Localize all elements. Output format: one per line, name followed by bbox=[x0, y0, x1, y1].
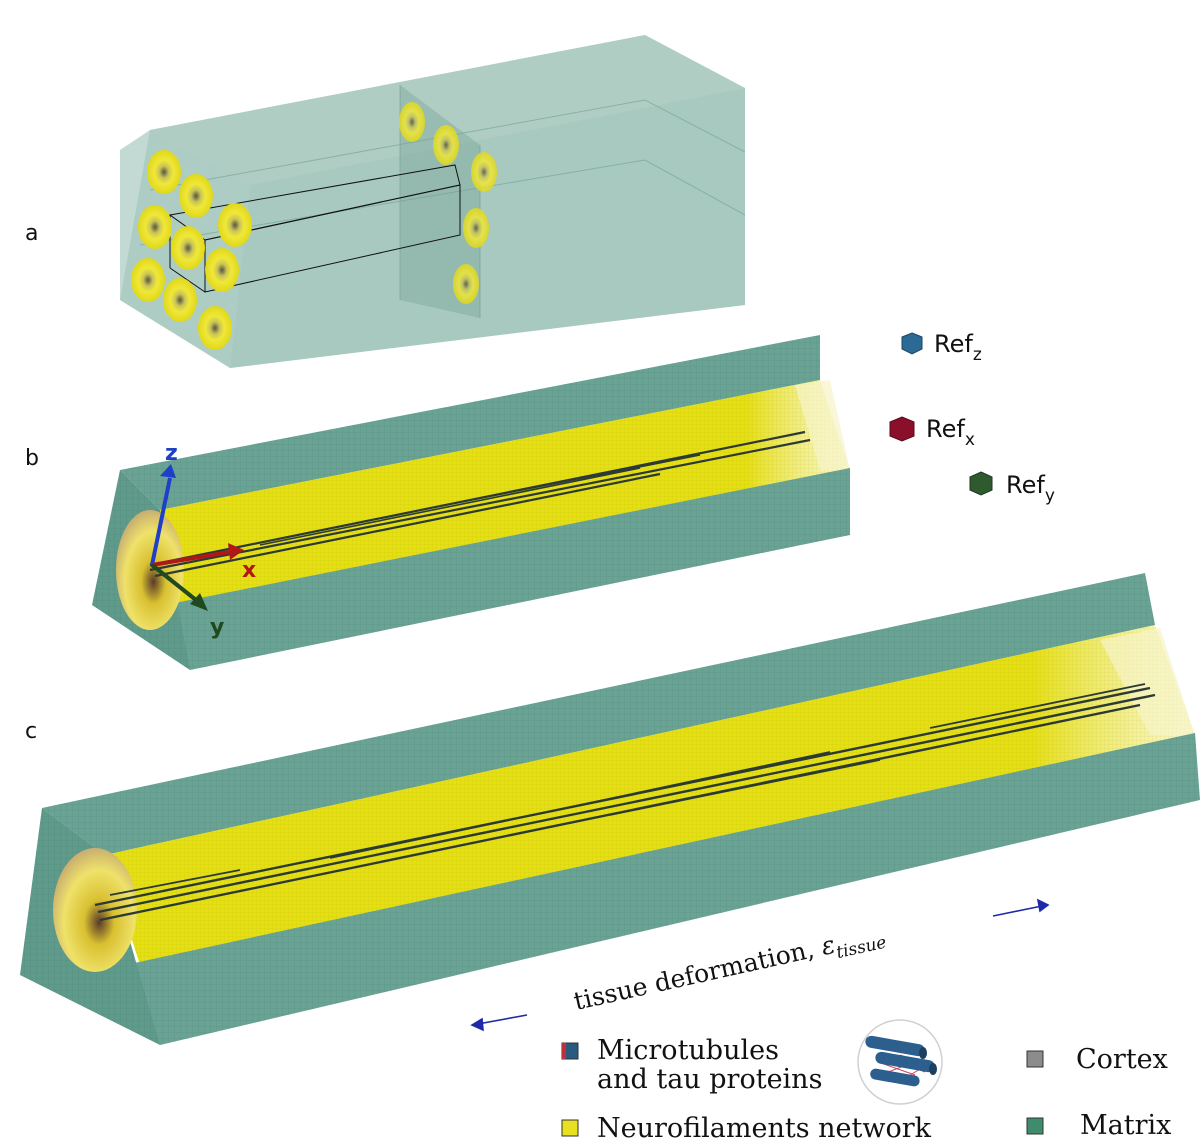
ref-x-base: Ref bbox=[926, 415, 965, 443]
panel-a-bundle bbox=[120, 35, 746, 368]
panel-label-c: c bbox=[25, 719, 37, 744]
ref-z-sub: z bbox=[973, 345, 982, 365]
fiber-cross-section bbox=[147, 150, 181, 194]
svg-text:Refx: Refx bbox=[926, 415, 975, 450]
deformation-text: tissue deformation, bbox=[571, 933, 825, 1016]
fiber-cross-section bbox=[163, 278, 197, 322]
legend-neurofilaments: Neurofilaments network bbox=[597, 1113, 932, 1143]
legend-swatch-matrix bbox=[1026, 1117, 1044, 1135]
legend-cortex: Cortex bbox=[1076, 1044, 1168, 1075]
fiber-cross-section bbox=[453, 264, 479, 304]
ref-y-hexagon-icon bbox=[969, 471, 993, 496]
fiber-cross-section bbox=[205, 248, 239, 292]
axis-label-x: x bbox=[242, 558, 256, 583]
fiber-cross-section bbox=[433, 125, 459, 165]
ref-y-base: Ref bbox=[1006, 471, 1045, 499]
deformation-subscript: tissue bbox=[834, 933, 888, 964]
ref-z-base: Ref bbox=[934, 330, 973, 358]
ref-z-hexagon-icon bbox=[901, 332, 923, 355]
ref-z: Refz bbox=[901, 330, 982, 365]
ref-y-sub: y bbox=[1045, 486, 1055, 506]
panel-label-b: b bbox=[25, 446, 39, 471]
deformation-symbol: ε bbox=[818, 930, 837, 961]
ref-y: Refy bbox=[969, 471, 1055, 506]
svg-text:Refy: Refy bbox=[1006, 471, 1055, 506]
fiber-cross-section bbox=[218, 203, 252, 247]
fiber-cross-section bbox=[198, 306, 232, 350]
ref-x-hexagon-icon bbox=[889, 416, 915, 442]
axis-label-y: y bbox=[210, 615, 224, 640]
ref-x: Refx bbox=[889, 415, 975, 450]
panel-c-tube bbox=[20, 573, 1200, 1045]
fiber-cross-section bbox=[131, 258, 165, 302]
axis-label-z: z bbox=[165, 441, 178, 466]
deformation-arrows bbox=[470, 898, 1050, 1032]
panel-b-tube bbox=[92, 335, 850, 670]
legend: Microtubules and tau proteins Neurofilam… bbox=[561, 1019, 1171, 1143]
svg-text:Refz: Refz bbox=[934, 330, 982, 365]
legend-microtubules-line2: and tau proteins bbox=[597, 1064, 822, 1095]
fiber-cross-section bbox=[463, 208, 489, 248]
ref-x-sub: x bbox=[965, 430, 975, 450]
fiber-cross-section bbox=[171, 226, 205, 270]
fiber-cross-section bbox=[179, 174, 213, 218]
fiber-cross-section bbox=[399, 102, 425, 142]
fiber-cross-section bbox=[471, 152, 497, 192]
axis-triad bbox=[150, 464, 244, 611]
legend-matrix: Matrix bbox=[1080, 1110, 1171, 1141]
microtubule-icon bbox=[857, 1019, 943, 1105]
legend-microtubules-line1: Microtubules bbox=[597, 1035, 779, 1066]
fiber-cross-section bbox=[138, 205, 172, 249]
legend-swatch-cortex bbox=[1026, 1050, 1044, 1068]
panel-label-a: a bbox=[25, 221, 38, 246]
legend-swatch-neurofilaments bbox=[561, 1119, 579, 1137]
